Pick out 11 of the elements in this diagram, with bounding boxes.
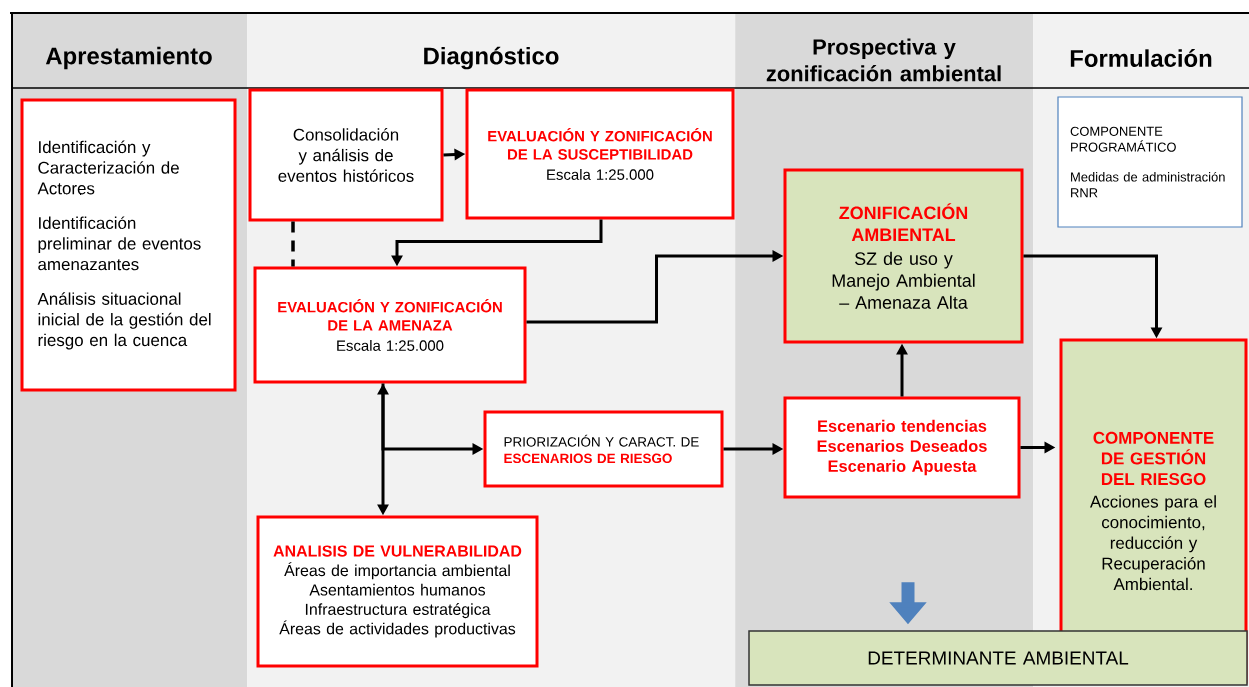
process-box: ZONIFICACIÓN AMBIENTAL SZ de uso y Manejo Ambiental – Amenaza Alta bbox=[783, 168, 1024, 344]
process-box: EVALUACIÓN Y ZONIFICACIÓN DE LA SUSCEPTIBILIDAD Escala 1:25.000 bbox=[465, 88, 735, 220]
process-box: PRIORIZACIÓN Y CARACT. DE ESCENARIOS DE RIESGO bbox=[483, 410, 724, 488]
text-box: COMPONENTE PROGRAMÁTICO Medidas de administración RNR bbox=[1057, 96, 1243, 228]
result-box: DETERMINANTE AMBIENTAL bbox=[748, 630, 1248, 686]
process-box: Consolidación y análisis de eventos históricos bbox=[248, 88, 444, 222]
text-box: Identificación y Caracterización de Actores Identificación preliminar de eventos amenazantes Análisis situacional inicial de la gestión del riesgo en la cuenca bbox=[20, 98, 237, 392]
process-box: EVALUACIÓN Y ZONIFICACIÓN DE LA AMENAZA Escala 1:25.000 bbox=[253, 266, 527, 384]
process-box: ANALISIS DE VULNERABILIDAD Áreas de importancia ambiental Asentamientos humanos Infraestructura estratégica Áreas de actividades productivas bbox=[256, 515, 539, 668]
process-box: Escenario tendencias Escenarios Deseados Escenario Apuesta bbox=[783, 396, 1021, 499]
dashed-line bbox=[291, 221, 295, 267]
